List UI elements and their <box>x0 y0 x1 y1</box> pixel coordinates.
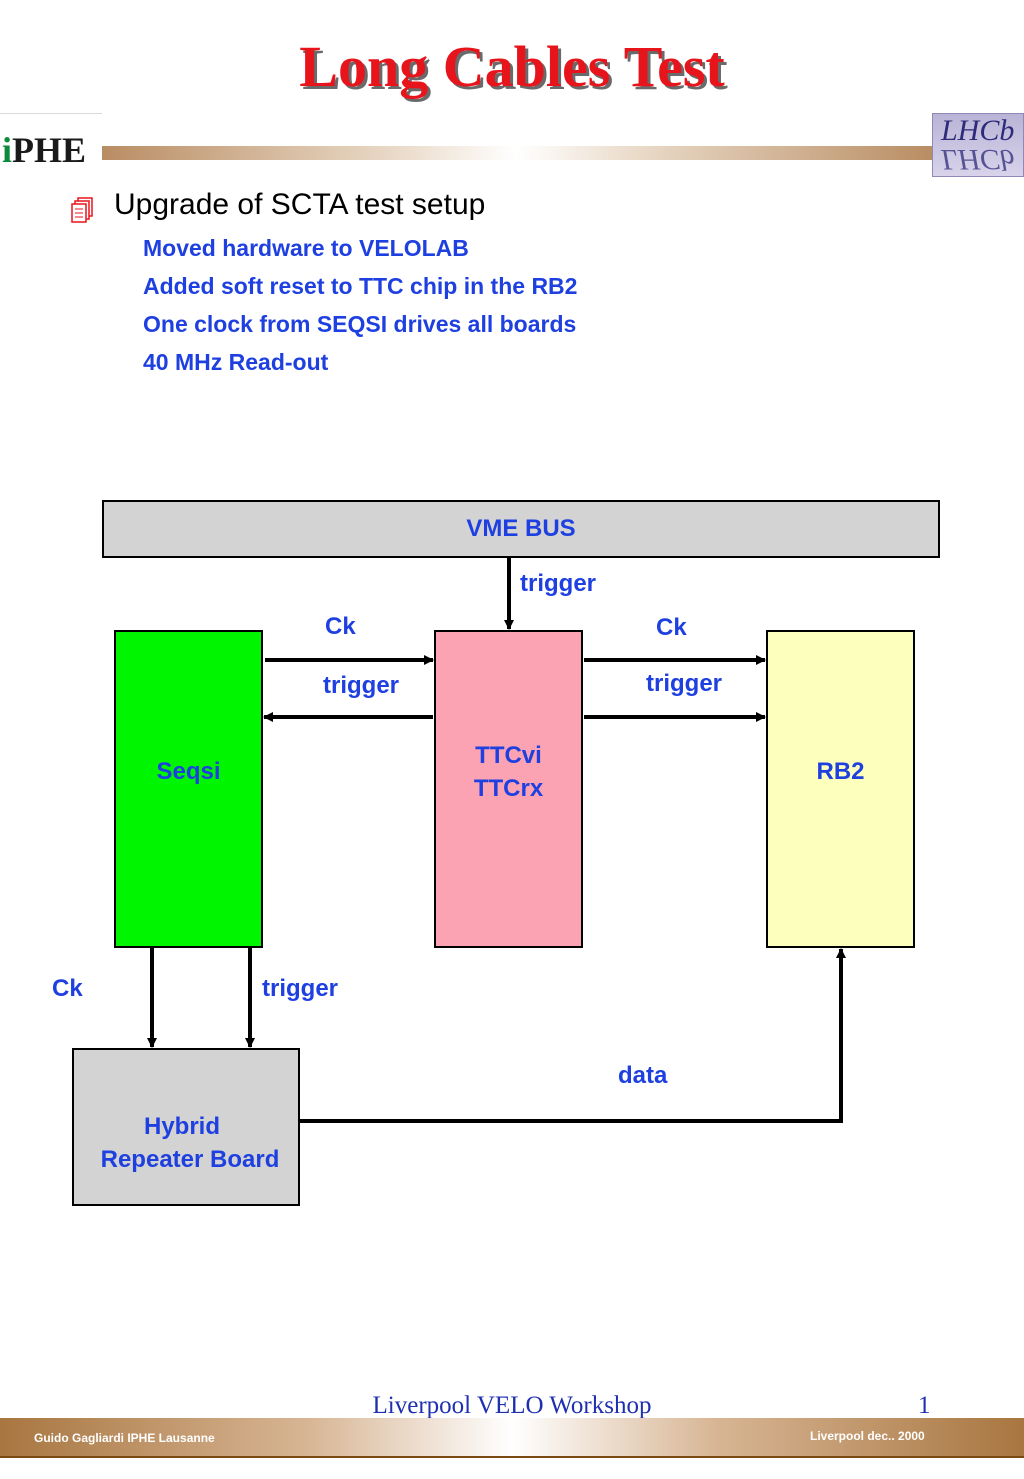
hybrid-label-line2: Repeater Board <box>100 1146 280 1173</box>
lhcb-logo-text: LHCb <box>941 114 1015 147</box>
hybrid-rb2-data-label: data <box>618 1062 668 1089</box>
footer-bar <box>0 1418 1024 1456</box>
sub-bullet-4: 40 MHz Read-out <box>143 349 329 375</box>
vme-trigger-label: trigger <box>520 570 597 597</box>
vme-bus-box <box>102 500 940 558</box>
sub-bullet-1: Moved hardware to VELOLAB <box>143 235 469 261</box>
ttc-rb2-trigger-label: trigger <box>646 670 723 697</box>
seqsi-hybrid-ck-label: Ck <box>52 975 83 1002</box>
iphe-logo-icon: iPHE <box>0 113 102 177</box>
seqsi-label: Seqsi <box>156 758 221 785</box>
footer-title: Liverpool VELO Workshop <box>372 1392 652 1419</box>
ttc-box <box>434 630 583 948</box>
page-number: 1 <box>918 1392 931 1419</box>
seqsi-hybrid-trigger-label: trigger <box>262 975 339 1002</box>
hybrid-repeater-box <box>72 1048 300 1206</box>
document-stack-icon <box>70 196 96 224</box>
sub-bullet-3: One clock from SEQSI drives all boards <box>143 311 577 337</box>
hybrid-to-rb2-data-arrow <box>300 948 846 1123</box>
iphe-logo-i: i <box>2 130 13 170</box>
rb2-label: RB2 <box>816 758 865 785</box>
seqsi-ttc-trigger-label: trigger <box>323 672 400 699</box>
vme-bus-label: VME BUS <box>466 515 576 542</box>
ttc-label-line2: TTCrx <box>473 775 544 802</box>
lhcb-logo-icon: LHCb LHCb <box>932 113 1024 177</box>
ttc-label-line1: TTCvi <box>475 742 542 769</box>
hybrid-label-line1: Hybrid <box>143 1113 220 1140</box>
seqsi-ttc-ck-label: Ck <box>325 613 356 640</box>
title-divider <box>102 146 932 160</box>
sub-bullet-2: Added soft reset to TTC chip in the RB2 <box>143 273 578 299</box>
footer-bar-edge <box>0 1456 1024 1458</box>
rb2-box <box>766 630 915 948</box>
slide-title: Long Cables Test <box>299 34 725 99</box>
iphe-logo-text: PHE <box>12 130 87 170</box>
footer-author: Guido Gagliardi IPHE Lausanne <box>34 1431 215 1445</box>
bullet-heading: Upgrade of SCTA test setup <box>114 188 486 221</box>
ttc-rb2-ck-label: Ck <box>656 614 687 641</box>
footer-date: Liverpool dec.. 2000 <box>810 1429 925 1443</box>
seqsi-box <box>114 630 263 948</box>
